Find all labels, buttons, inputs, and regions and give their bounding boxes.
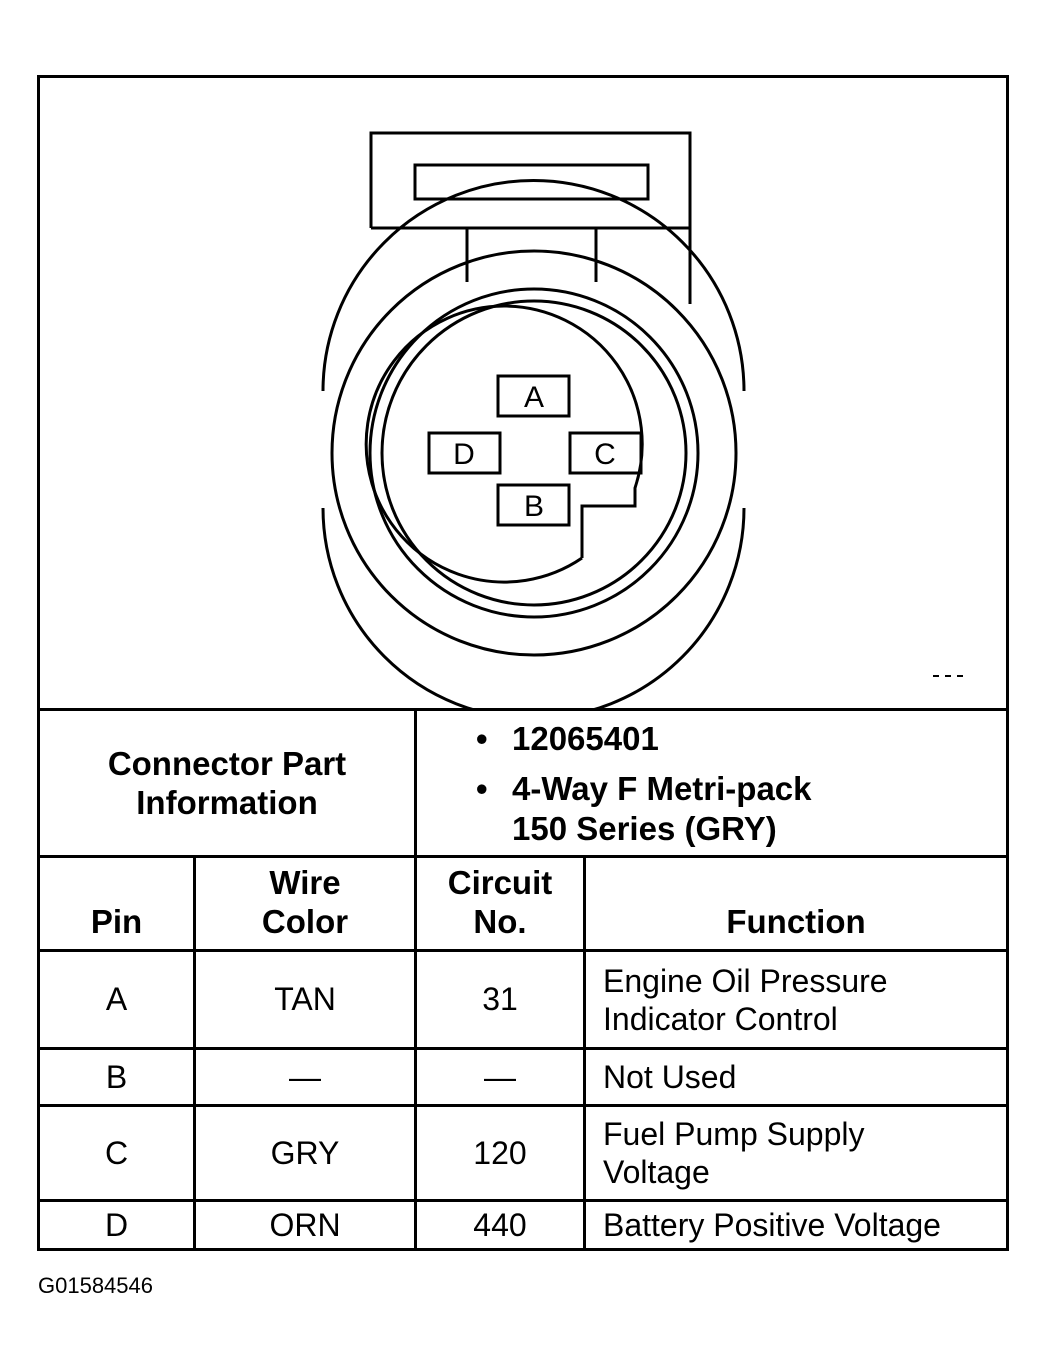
divider-col-wire [414, 855, 417, 1251]
divider-header-bottom [40, 949, 1006, 952]
pin-label-b: B [524, 490, 544, 523]
pin-cavity-b [496, 483, 571, 527]
row-c-pin: C [104, 1134, 129, 1171]
connector-drawing: A D C B [321, 131, 966, 710]
header-circuit-line2: No. [473, 903, 527, 940]
divider-col-circuit [583, 855, 586, 1251]
divider-diagram-table [40, 708, 1006, 711]
row-b-circuit: — [484, 1058, 516, 1095]
part-description-line1: 4-Way F Metri-pack [512, 770, 812, 807]
row-a-circuit: 31 [482, 981, 518, 1017]
row-d-function: Battery Positive Voltage [603, 1206, 1006, 1248]
part-info-label-line2: Information [136, 784, 318, 821]
outer-ring [330, 249, 738, 657]
outer-shell-lower [321, 507, 746, 710]
connector-face-diagram: A D C B [40, 78, 1006, 710]
row-c-function-line2: Voltage [603, 1154, 710, 1190]
header-function-label: Function [726, 903, 866, 940]
divider-row-a [40, 1047, 1006, 1050]
row-b-wire-color: — [289, 1058, 321, 1095]
bullet-icon: • [476, 770, 488, 807]
pin-cavity-c [568, 431, 643, 475]
row-c-circuit: 120 [473, 1134, 527, 1171]
terminal-insert [364, 304, 644, 584]
part-description-line2: 150 Series (GRY) [512, 810, 777, 847]
row-a-function: Engine Oil Pressure Indicator Control [603, 962, 1003, 1047]
part-number: 12065401 [512, 720, 659, 757]
row-d-pin: D [104, 1206, 129, 1243]
pin-label-a: A [524, 381, 544, 414]
pin-label-d: D [453, 438, 475, 471]
row-d-wire-color: ORN [269, 1206, 341, 1243]
row-a-pin: A [105, 981, 128, 1017]
row-c-function: Fuel Pump Supply Voltage [603, 1115, 1003, 1197]
header-pin-label: Pin [90, 903, 143, 940]
connector-figure-frame: A D C B Connector Part Information • 120… [37, 75, 1009, 1251]
row-a-wire-color: TAN [274, 981, 336, 1017]
row-b-function-line1: Not Used [603, 1059, 737, 1095]
part-description: 4-Way F Metri-pack 150 Series (GRY) [512, 769, 812, 849]
row-c-function-line1: Fuel Pump Supply [603, 1116, 865, 1152]
header-circuit-no: Circuit No. [417, 858, 583, 949]
row-d-function-line1: Battery Positive Voltage [603, 1207, 941, 1243]
part-info-label: Connector Part Information [40, 711, 414, 855]
row-a-function-line2: Indicator Control [603, 1001, 838, 1037]
header-wire-color: Wire Color [196, 858, 414, 949]
divider-part-info-bottom [40, 855, 1006, 858]
row-b-pin: B [105, 1058, 128, 1095]
part-description-row: • 4-Way F Metri-pack 150 Series (GRY) [476, 769, 996, 849]
lock-tab-slot [413, 163, 650, 201]
pin-cavity-a [496, 374, 571, 418]
seal-ring-outer [368, 287, 700, 619]
lock-tab-housing [369, 131, 692, 304]
header-wire-color-line1: Wire [269, 864, 341, 901]
header-pin: Pin [40, 858, 193, 949]
part-number-row: • 12065401 [476, 719, 996, 759]
outer-shell-upper [321, 179, 746, 392]
row-c-wire-color: GRY [270, 1134, 340, 1171]
figure-id: G01584546 [38, 1273, 153, 1298]
row-b-function: Not Used [603, 1058, 1003, 1102]
seal-ring-middle [380, 299, 688, 607]
pin-cavity-d [427, 431, 502, 475]
header-circuit-line1: Circuit [447, 864, 553, 901]
part-info-values: • 12065401 • 4-Way F Metri-pack 150 Seri… [476, 719, 996, 853]
part-info-label-line1: Connector Part [107, 745, 347, 782]
divider-row-b [40, 1104, 1006, 1107]
row-a-function-line1: Engine Oil Pressure [603, 963, 888, 999]
row-d-circuit: 440 [473, 1206, 527, 1243]
header-wire-color-line2: Color [261, 903, 349, 940]
pin-label-c: C [594, 438, 616, 471]
header-function: Function [586, 858, 1006, 949]
divider-row-c [40, 1199, 1006, 1202]
bullet-icon: • [476, 720, 488, 757]
divider-col-pin [193, 855, 196, 1251]
divider-part-info [414, 708, 417, 856]
